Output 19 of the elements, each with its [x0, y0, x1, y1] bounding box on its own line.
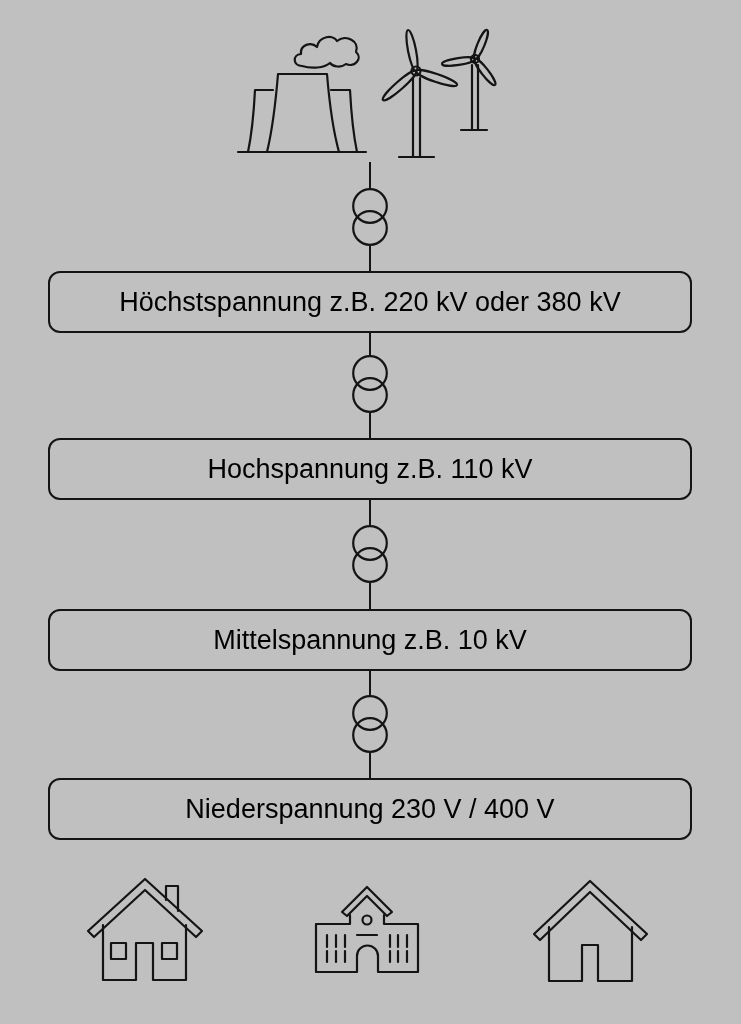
transformer-symbol — [352, 695, 388, 753]
transformer-symbol — [352, 355, 388, 413]
school-building-icon — [313, 884, 422, 975]
voltage-level-box: Niederspannung 230 V / 400 V — [48, 778, 692, 840]
connector-line — [369, 499, 371, 526]
transformer-symbol — [352, 188, 388, 246]
connector-line — [369, 670, 371, 696]
connector-line — [369, 161, 371, 189]
voltage-level-box: Höchstspannung z.B. 220 kV oder 380 kV — [48, 271, 692, 333]
house-icon — [86, 876, 204, 982]
transformer-symbol — [352, 525, 388, 583]
voltage-level-box: Hochspannung z.B. 110 kV — [48, 438, 692, 500]
voltage-level-box: Mittelspannung z.B. 10 kV — [48, 609, 692, 671]
connector-line — [369, 752, 371, 779]
connector-line — [369, 412, 371, 439]
connector-line — [369, 332, 371, 356]
house-icon — [531, 878, 650, 983]
connector-line — [369, 245, 371, 272]
connector-line — [369, 582, 371, 610]
